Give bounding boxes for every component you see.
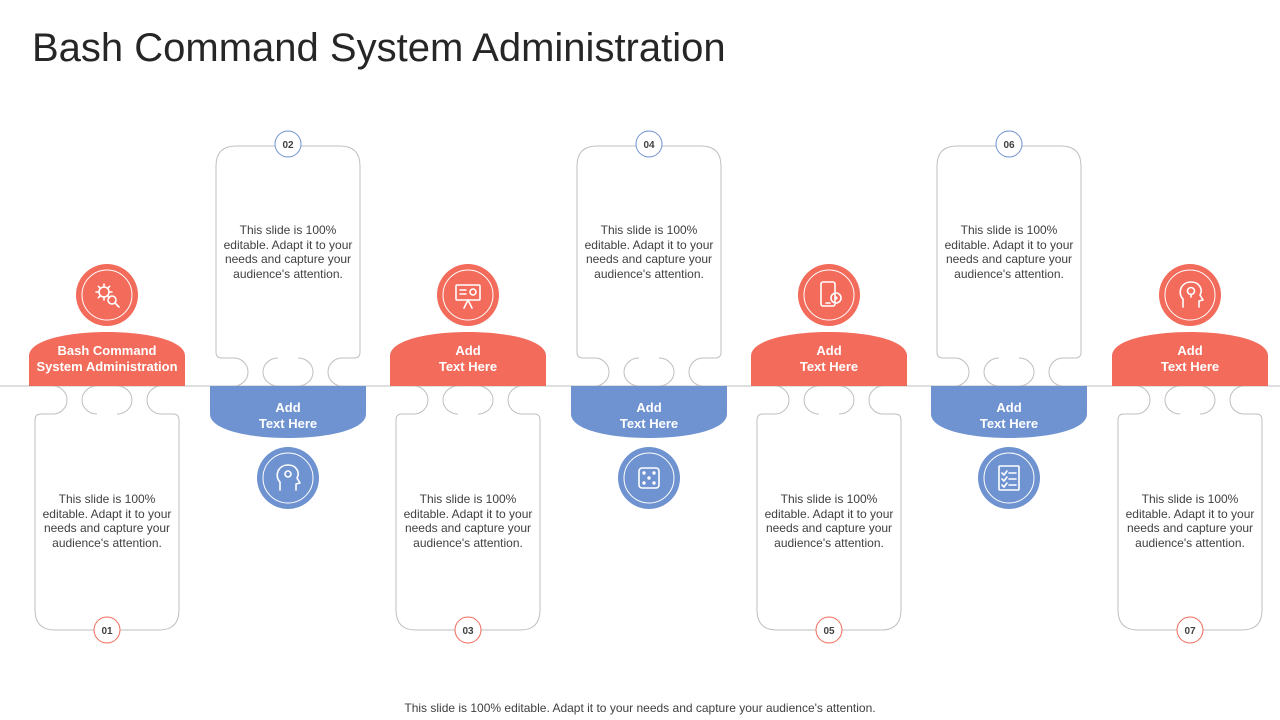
step-number-badge (635, 130, 663, 158)
step-06: 06 (931, 130, 1087, 509)
step-number: 06 (1003, 140, 1015, 151)
presentation-board-icon (455, 284, 481, 309)
step-number-badge (1176, 616, 1204, 644)
step-description: This slide is 100% editable. Adapt it to… (403, 492, 533, 550)
step-01: 01 (29, 264, 185, 644)
step-label-cap (210, 386, 366, 438)
step-description: This slide is 100% editable. Adapt it to… (584, 223, 714, 281)
step-label: Add Text Here (438, 343, 498, 374)
step-label-cap (390, 332, 546, 386)
step-description: This slide is 100% editable. Adapt it to… (42, 492, 172, 550)
step-label-cap (571, 386, 727, 438)
step-label-cap (29, 332, 185, 386)
step-label-cap (1112, 332, 1268, 386)
checklist-icon (998, 465, 1020, 491)
step-05: 05 (751, 264, 907, 644)
step-number-badge (274, 130, 302, 158)
step-label-cap (931, 386, 1087, 438)
step-number-badge (815, 616, 843, 644)
step-icon-circle (437, 264, 499, 326)
step-label: Add Text Here (258, 400, 318, 431)
head-gear-icon (276, 464, 301, 491)
step-description: This slide is 100% editable. Adapt it to… (1125, 492, 1255, 550)
step-number-badge (995, 130, 1023, 158)
footer-note: This slide is 100% editable. Adapt it to… (404, 701, 876, 715)
step-description: This slide is 100% editable. Adapt it to… (223, 223, 353, 281)
step-number-badge (454, 616, 482, 644)
step-label: Bash Command System Administration (36, 343, 178, 374)
step-07: 07 (1112, 264, 1268, 644)
dice-icon (638, 467, 660, 489)
slide-title: Bash Command System Administration (32, 26, 726, 70)
step-number: 01 (101, 626, 113, 637)
step-number: 07 (1184, 626, 1196, 637)
step-description: This slide is 100% editable. Adapt it to… (944, 223, 1074, 281)
step-number: 02 (282, 140, 294, 151)
step-number: 03 (462, 626, 474, 637)
step-label: Add Text Here (619, 400, 679, 431)
step-icon-circle (978, 447, 1040, 509)
step-number-badge (93, 616, 121, 644)
step-description: This slide is 100% editable. Adapt it to… (764, 492, 894, 550)
gear-search-icon (95, 283, 120, 308)
head-idea-icon (1179, 281, 1204, 308)
step-label: Add Text Here (799, 343, 859, 374)
step-02: 02 (210, 130, 366, 509)
step-label: Add Text Here (1160, 343, 1220, 374)
mobile-settings-icon (820, 281, 842, 307)
step-03: 03 (390, 264, 546, 644)
step-label: Add Text Here (979, 400, 1039, 431)
step-04: 04 (571, 130, 727, 509)
step-number: 05 (823, 626, 835, 637)
step-icon-circle (257, 447, 319, 509)
step-number: 04 (643, 140, 655, 151)
step-label-cap (751, 332, 907, 386)
step-icon-circle (798, 264, 860, 326)
